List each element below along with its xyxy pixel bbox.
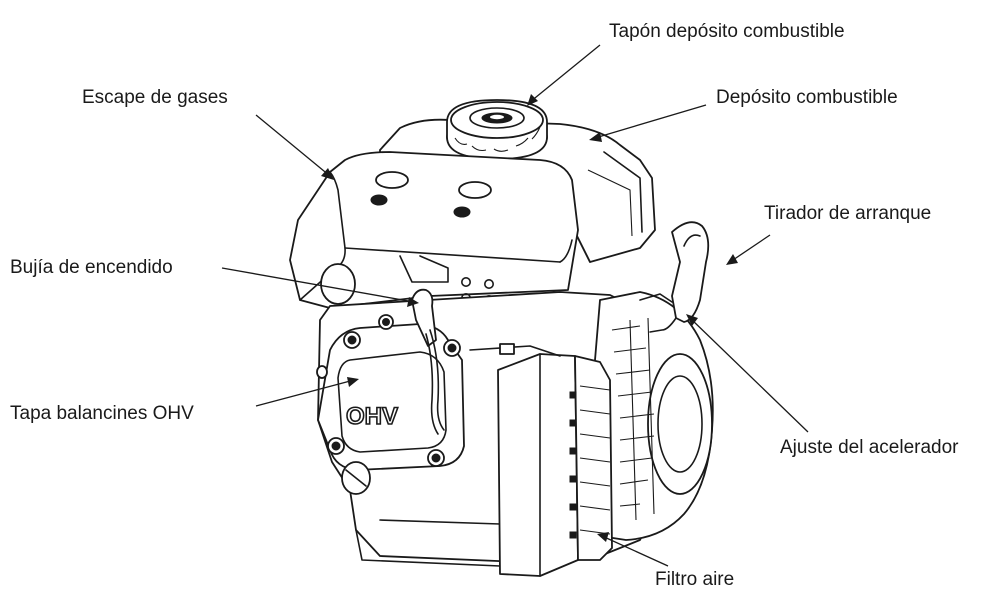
label-fuel-tank: Depósito combustible: [716, 87, 898, 108]
spark-plug: [378, 288, 445, 435]
label-fuel-cap: Tapón depósito combustible: [609, 21, 845, 42]
arrowhead: [527, 94, 538, 106]
recoil-starter: [589, 291, 714, 541]
leader-fuel-cap: [529, 44, 601, 103]
fuel-cap: [446, 99, 548, 160]
arrowhead: [347, 377, 359, 387]
label-throttle-adjust: Ajuste del acelerador: [780, 437, 959, 458]
label-exhaust: Escape de gases: [82, 87, 228, 108]
leader-throttle-adjust: [689, 317, 809, 433]
air-filter: [497, 353, 613, 577]
arrowhead: [597, 532, 609, 542]
arrowhead: [686, 314, 698, 326]
drain-plug: [316, 365, 371, 495]
leader-starter-handle: [729, 234, 771, 263]
arrowhead: [407, 297, 419, 307]
throttle-linkage: [469, 293, 673, 357]
label-air-filter: Filtro aire: [655, 569, 735, 590]
label-valve-cover: Tapa balancines OHV: [10, 403, 194, 424]
starter-handle: [649, 221, 710, 333]
leader-exhaust: [255, 114, 331, 177]
arrowhead: [589, 132, 602, 142]
leader-fuel-tank: [594, 104, 707, 139]
arrowhead: [321, 168, 334, 180]
leader-lines: [221, 44, 809, 567]
arrowhead: [726, 254, 738, 265]
valve-cover: OHV: [317, 323, 465, 471]
leader-air-filter: [601, 535, 669, 567]
label-starter-handle: Tirador de arranque: [764, 203, 932, 224]
leader-spark-plug: [221, 267, 415, 303]
exhaust-muffler: [289, 151, 579, 309]
leader-valve-cover: [255, 379, 355, 407]
ohv-marking: OHV: [346, 403, 398, 430]
label-spark-plug: Bujía de encendido: [10, 257, 173, 278]
